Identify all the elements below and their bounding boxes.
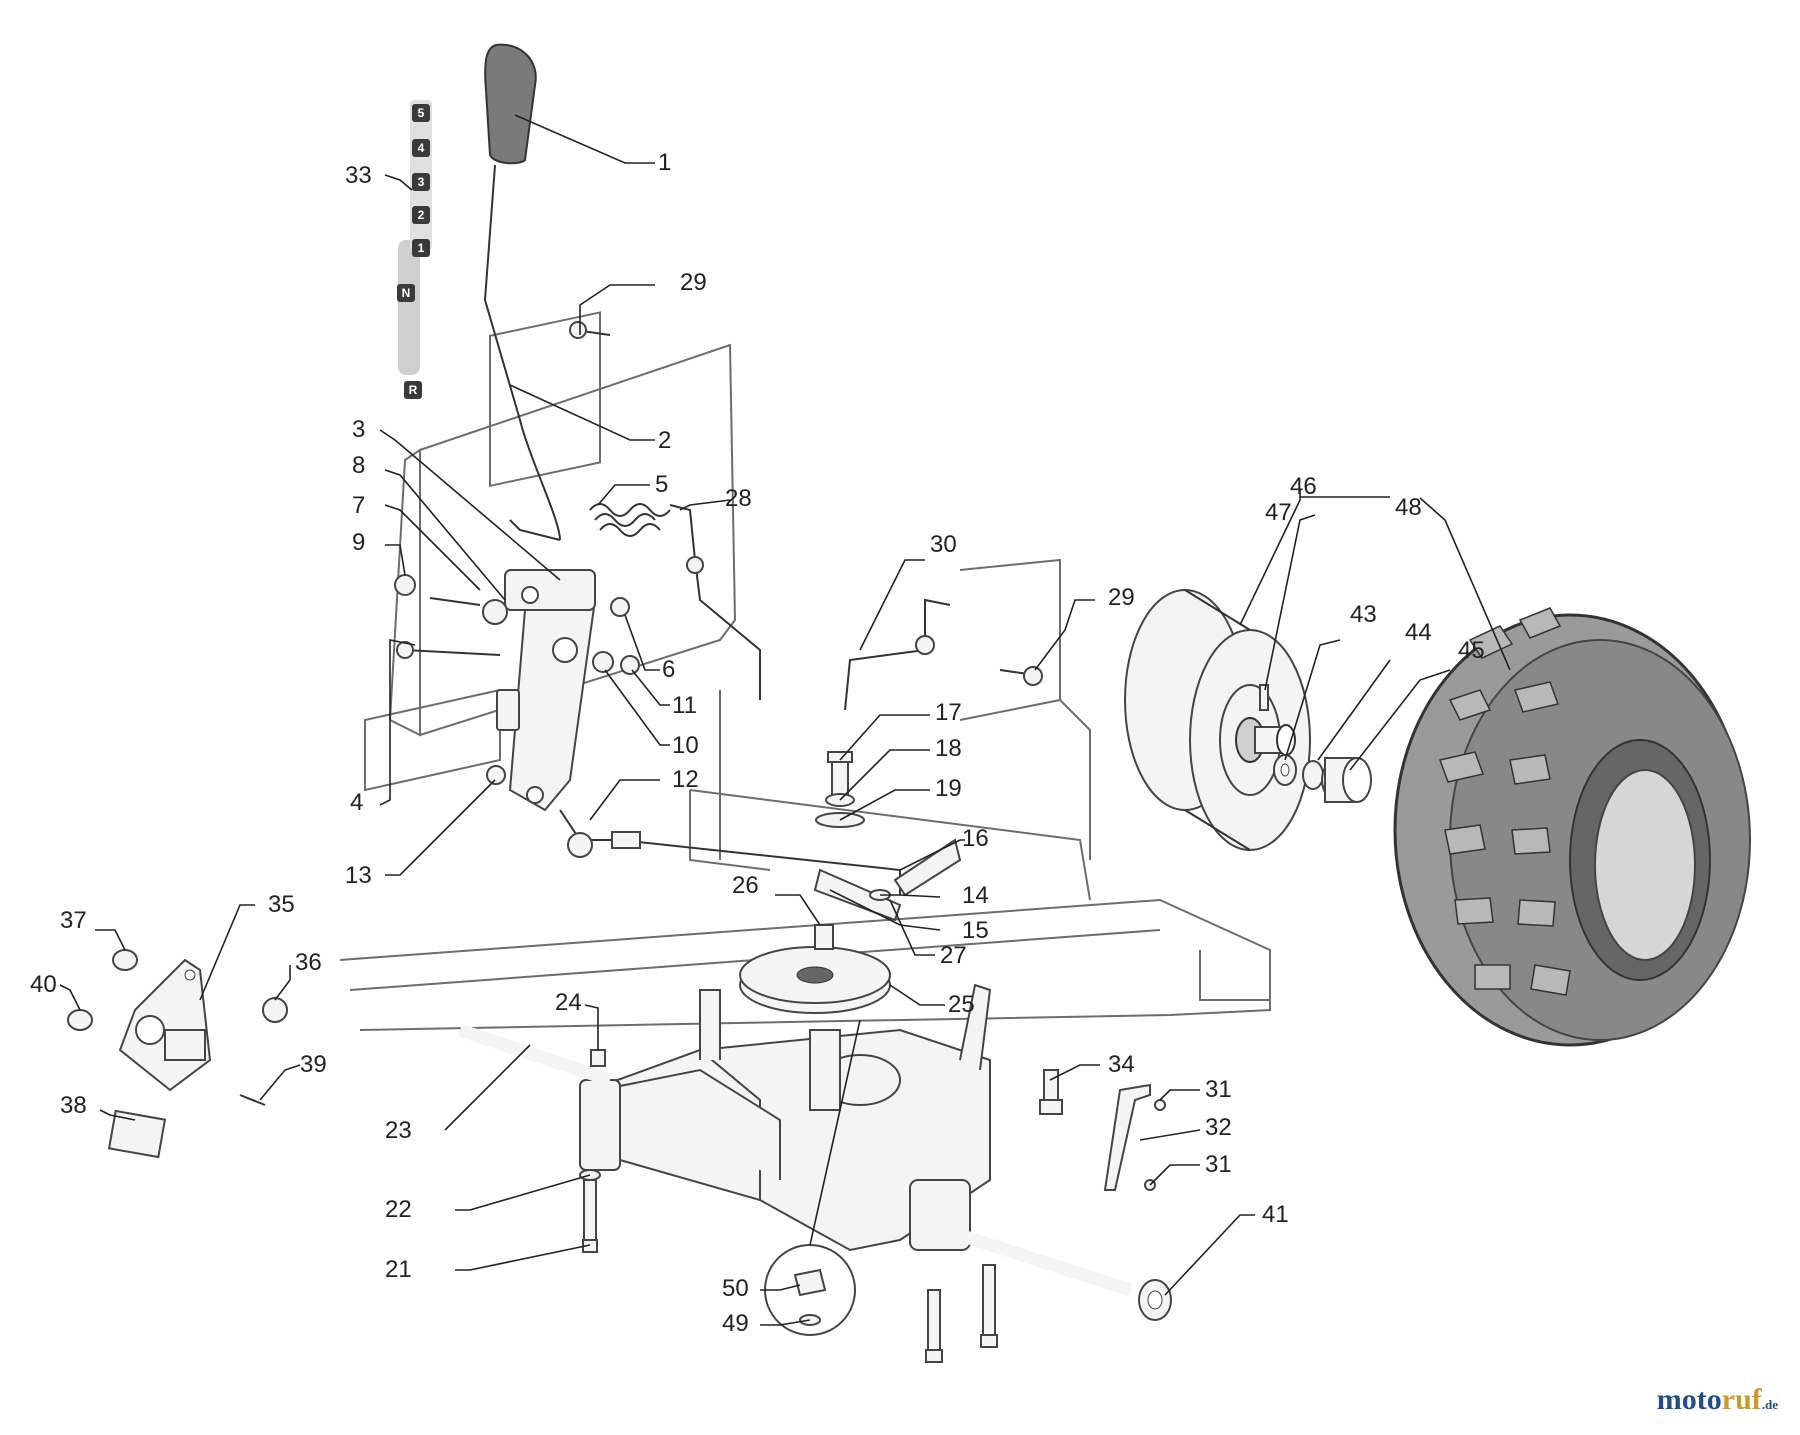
callout-44: 44 (1405, 619, 1432, 646)
callout-45: 45 (1458, 637, 1485, 664)
gear-label-N: N (402, 286, 411, 300)
callout-32: 32 (1205, 1114, 1232, 1141)
gear-label-R: R (409, 383, 418, 397)
callout-27: 27 (940, 942, 967, 969)
callout-50: 50 (722, 1275, 749, 1302)
callout-31-bottom: 31 (1205, 1151, 1232, 1178)
callout-15: 15 (962, 917, 989, 944)
callout-19: 19 (935, 775, 962, 802)
gear-label-5: 5 (418, 106, 425, 120)
callout-36: 36 (295, 949, 322, 976)
pivot-bolt-stack (815, 751, 865, 828)
callout-48: 48 (1395, 494, 1422, 521)
callout-17: 17 (935, 699, 962, 726)
callout-9: 9 (352, 529, 365, 556)
rear-tire (1393, 607, 1751, 1047)
callout-31-top: 31 (1205, 1076, 1232, 1103)
callout-12: 12 (672, 766, 699, 793)
callout-18: 18 (935, 735, 962, 762)
gear-position-labels: 5 4 3 2 1N R (397, 104, 430, 399)
switch-bracket (1039, 1069, 1166, 1191)
control-brackets (813, 838, 962, 922)
gear-label-4: 4 (418, 141, 425, 155)
callout-22: 22 (385, 1196, 412, 1223)
seat-switch-parts (67, 949, 288, 1159)
linkage-arm (496, 569, 597, 812)
callout-40: 40 (30, 971, 57, 998)
callout-41: 41 (1262, 1201, 1289, 1228)
callout-30: 30 (930, 531, 957, 558)
callout-1: 1 (658, 149, 671, 176)
callout-28: 28 (725, 485, 752, 512)
callout-29-top: 29 (680, 269, 707, 296)
callout-29-right: 29 (1108, 584, 1135, 611)
gear-box-2 (412, 206, 430, 224)
callout-34: 34 (1108, 1051, 1135, 1078)
control-rods (669, 504, 951, 711)
wheel-rim (1124, 589, 1311, 851)
watermark-logo: motoruf.de (1657, 1383, 1778, 1417)
callout-11: 11 (672, 692, 697, 719)
callout-4: 4 (350, 789, 363, 816)
transaxle-housing (579, 983, 992, 1252)
side-mount-plate (719, 558, 1061, 860)
callout-47: 47 (1265, 499, 1292, 526)
callout-13: 13 (345, 862, 372, 889)
callout-35: 35 (268, 891, 295, 918)
gear-box-N (397, 284, 415, 302)
callout-14: 14 (962, 882, 989, 909)
callout-24: 24 (555, 989, 582, 1016)
callout-21: 21 (385, 1256, 412, 1283)
callout-26: 26 (732, 872, 759, 899)
rear-mount-plate (364, 311, 737, 792)
callout-5: 5 (655, 471, 668, 498)
callout-38: 38 (60, 1092, 87, 1119)
hub-washers (1273, 754, 1372, 803)
gear-label-2: 2 (418, 208, 425, 222)
callout-23: 23 (385, 1117, 412, 1144)
gear-box-5 (412, 104, 430, 122)
callout-25: 25 (948, 991, 975, 1018)
callout-3: 3 (352, 416, 365, 443)
gear-label-3: 3 (418, 175, 425, 189)
callout-33: 33 (345, 162, 372, 189)
gear-box-R (404, 381, 422, 399)
callout-7: 7 (352, 492, 365, 519)
callout-37: 37 (60, 907, 87, 934)
callout-10: 10 (672, 732, 699, 759)
shift-lever (483, 43, 561, 541)
callout-2: 2 (658, 427, 671, 454)
callout-46: 46 (1290, 473, 1317, 500)
transaxle-bolts (579, 1049, 998, 1363)
mounting-bolts (569, 321, 1043, 686)
callout-6: 6 (662, 656, 675, 683)
rear-axle (457, 1023, 1172, 1321)
callout-16: 16 (962, 825, 989, 852)
gear-label-1: 1 (418, 241, 425, 255)
callout-43: 43 (1350, 601, 1377, 628)
callout-labels: 1 2 3 4 5 6 7 8 9 10 11 12 13 14 15 16 1… (30, 149, 1485, 1337)
gear-box-1 (412, 239, 430, 257)
watermark-brand: moto (1656, 1383, 1722, 1416)
callout-39: 39 (300, 1051, 327, 1078)
callout-49: 49 (722, 1310, 749, 1337)
gear-box-3 (412, 173, 430, 191)
leader-lines (59, 114, 1511, 1326)
watermark-accent: ruf (1721, 1383, 1762, 1416)
return-spring (589, 503, 671, 537)
watermark-tld: .de (1761, 1397, 1778, 1412)
callout-8: 8 (352, 452, 365, 479)
drive-pulley (739, 924, 891, 1014)
gear-box-4 (412, 139, 430, 157)
